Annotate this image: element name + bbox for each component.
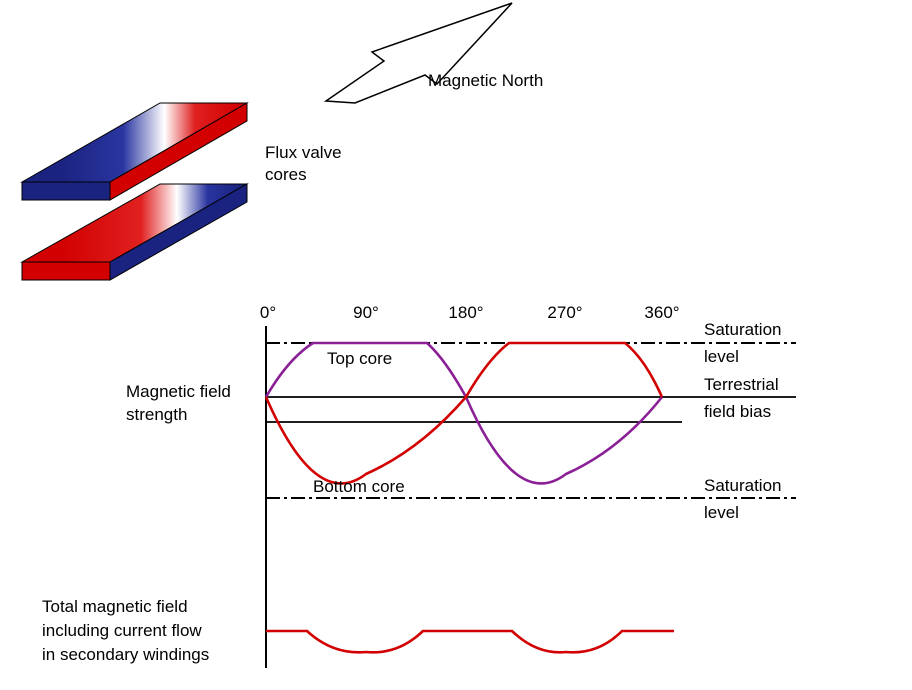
terrestrial-label-line1: Terrestrial	[704, 375, 779, 394]
terrestrial-label-line2: field bias	[704, 402, 771, 421]
upper-saturation-label-line1: Saturation	[704, 320, 782, 339]
top-core-side-face	[109, 102, 248, 201]
lower-saturation-label-line2: level	[704, 503, 739, 522]
upper-saturation-label-line2: level	[704, 347, 739, 366]
total-field-label-line3: in secondary windings	[42, 645, 209, 664]
angle-label-360: 360°	[644, 303, 679, 322]
total-field-label-line1: Total magnetic field	[42, 597, 188, 616]
total-field-label-line2: including current flow	[42, 621, 202, 640]
bottom-core-side-face	[109, 183, 248, 281]
magnetic-north-arrow	[323, 2, 513, 104]
field-strength-label-line2: strength	[126, 405, 187, 424]
magnetic-north-label: Magnetic North	[428, 71, 543, 90]
angle-label-0: 0°	[260, 303, 276, 322]
bottom-core-curve	[264, 341, 664, 485]
bottom-flux-core	[20, 183, 249, 281]
flux-valve-label-line2: cores	[265, 165, 307, 184]
top-core-label: Top core	[327, 349, 392, 368]
angle-label-270: 270°	[547, 303, 582, 322]
bottom-core-front-face	[21, 261, 111, 281]
flux-valve-label-line1: Flux valve	[265, 143, 342, 162]
field-strength-label-line1: Magnetic field	[126, 382, 231, 401]
top-core-front-face	[21, 181, 111, 201]
total-field-curve	[266, 629, 674, 654]
angle-label-180: 180°	[448, 303, 483, 322]
angle-label-90: 90°	[353, 303, 379, 322]
top-flux-core	[20, 102, 249, 201]
bottom-core-label: Bottom core	[313, 477, 405, 496]
top-core-curve	[264, 341, 664, 485]
lower-saturation-label-line1: Saturation	[704, 476, 782, 495]
